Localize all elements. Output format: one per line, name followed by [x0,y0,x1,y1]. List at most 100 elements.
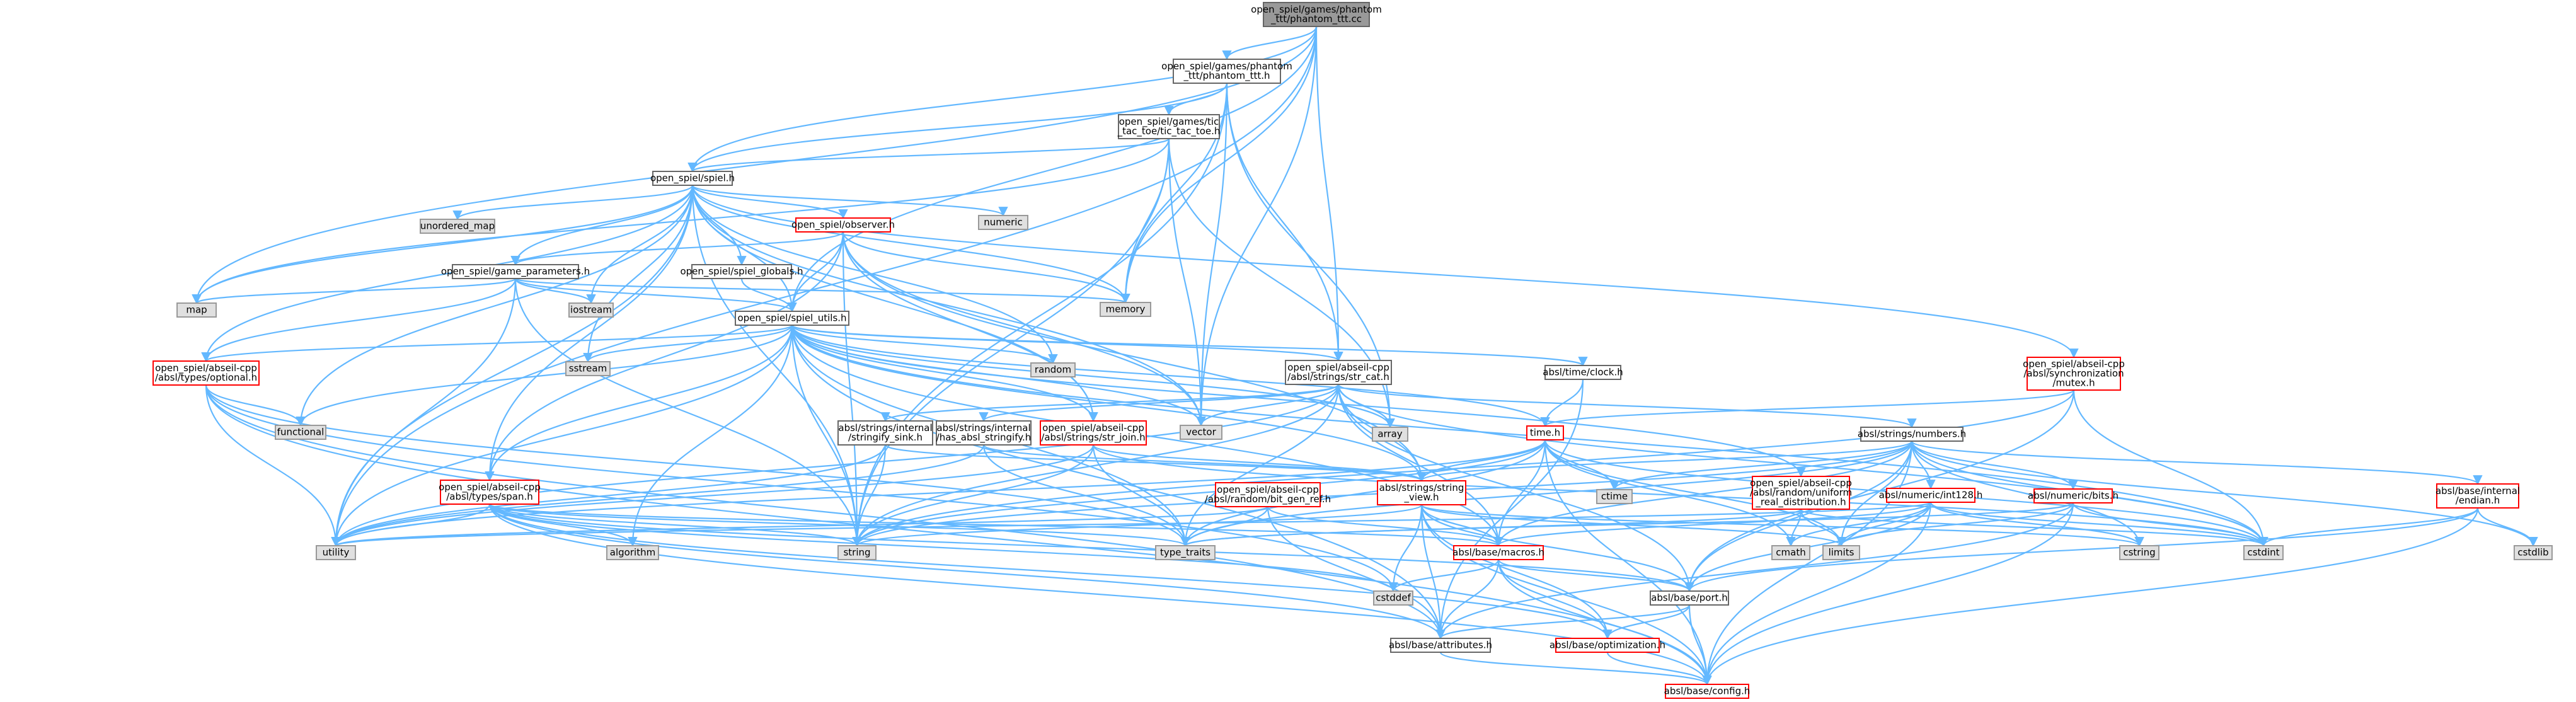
edge-time-to-cmath [1544,439,1796,547]
node-numbers[interactable]: absl/strings/numbers.h [1858,427,1966,442]
node-game-params[interactable]: open_spiel/game_parameters.h [441,264,590,279]
node-macros[interactable]: absl/base/macros.h [1452,545,1544,560]
edge-str_cat-to-vector [1196,384,1340,427]
node-config[interactable]: absl/base/config.h [1664,684,1751,699]
node-box [420,219,495,234]
node-root[interactable]: open_spiel/games/phantom_ttt/phantom_ttt… [1251,2,1382,27]
node-label: cstdlib [2517,547,2548,558]
node-globals[interactable]: open_spiel/spiel_globals.h [680,264,803,279]
node-label: ctime [1601,491,1628,502]
edge-str_cat-to-macros [1337,384,1504,547]
edge-spiel-to-vector [691,185,1206,427]
node-box [1544,365,1621,380]
node-label: cstring [2123,547,2155,558]
node-label: utility [323,547,350,558]
node-label: absl/base/config.h [1664,686,1751,697]
edge-utils-to-span [485,325,793,481]
node-int128[interactable]: absl/numeric/int128.h [1879,488,1983,503]
node-label: memory [1106,304,1146,315]
node-label: open_spiel/abseil-cpp [439,481,541,493]
node-optimization[interactable]: absl/base/optimization.h [1550,638,1665,653]
node-string-view[interactable]: absl/strings/string_view.h [1377,480,1466,505]
node-map: map [176,302,217,318]
node-uniform-real[interactable]: open_spiel/abseil-cpp/absl/random/unifor… [1750,476,1852,510]
node-label: absl/time/clock.h [1543,367,1623,378]
edge-spiel-to-unordered_map [452,185,694,221]
node-numeric: numeric [978,215,1028,230]
node-label: open_spiel/games/phantom [1251,4,1382,16]
node-str-cat[interactable]: open_spiel/abseil-cpp/absl/strings/str_c… [1285,360,1392,385]
edge-phantom_h-to-str_cat [1226,83,1343,362]
node-array: array [1372,427,1408,442]
edge-span-to-port [488,503,1694,592]
node-endian[interactable]: absl/base/internal/endian.h [2435,483,2520,509]
edge-int128-to-cmath [1786,502,1932,547]
node-has-stringify[interactable]: absl/strings/internal/has_absl_stringify… [936,420,1032,446]
edge-stringify_sink-to-utility [331,444,887,547]
node-label: /absl/types/optional.h [155,372,257,383]
node-box [1822,545,1860,560]
node-label: open_spiel/abseil-cpp [1750,478,1852,490]
node-ctime: ctime [1596,489,1633,504]
edge-spiel-to-iostream [586,185,694,304]
edge-span-to-attributes [488,503,1446,640]
node-port[interactable]: absl/base/port.h [1650,590,1729,606]
node-label: open_spiel/abseil-cpp [1042,422,1144,434]
node-attributes[interactable]: absl/base/attributes.h [1389,638,1492,653]
edge-root-to-utility [331,26,1318,547]
node-sstream: sstream [565,361,611,376]
node-str-join[interactable]: open_spiel/abseil-cpp/absl/strings/str_j… [1040,420,1147,446]
node-label: /absl/types/span.h [446,491,533,502]
node-label: /absl/synchronization [2023,368,2124,379]
node-stringify-sink[interactable]: absl/strings/internal/stringify_sink.h [837,420,933,446]
node-observer[interactable]: open_spiel/observer.h [791,217,895,233]
node-mutex[interactable]: open_spiel/abseil-cpp/absl/synchronizati… [2023,357,2125,391]
node-clock[interactable]: absl/time/clock.h [1543,365,1623,380]
edge-phantom_h-to-vector [1196,83,1228,427]
edge-numbers-to-cstdlib [1911,440,2538,547]
edge-root-to-phantom_h [1222,26,1318,60]
edge-utils-to-str_join [791,325,1098,422]
node-cmath: cmath [1771,545,1810,560]
node-utils[interactable]: open_spiel/spiel_utils.h [735,311,849,326]
edge-span-to-algorithm [488,503,638,547]
node-label: absl/strings/internal [838,422,932,434]
node-label: absl/strings/string [1379,482,1464,493]
edge-uniform_real-to-cstdint [1800,508,2268,547]
node-bits[interactable]: absl/numeric/bits.h [2028,488,2119,503]
node-time[interactable]: time.h [1526,425,1564,440]
node-box [1555,638,1660,653]
node-span[interactable]: open_spiel/abseil-cpp/absl/types/span.h [439,480,541,505]
node-label: _tac_toe/tic_tac_toe.h [1117,125,1221,137]
edge-string_view-to-string [852,503,1423,547]
node-box [2514,545,2553,560]
node-label: absl/base/internal [2435,485,2520,497]
node-label: open_spiel/game_parameters.h [441,266,590,278]
node-box [1526,425,1564,440]
node-phantom-h[interactable]: open_spiel/games/phantom_ttt/phantom_ttt… [1161,59,1292,84]
node-bit-gen-ref[interactable]: open_spiel/abseil-cpp/absl/random/bit_ge… [1205,482,1331,507]
edge-root-to-spiel [687,26,1318,173]
edge-str_join-to-utility [331,444,1095,547]
node-box [837,545,877,560]
node-box [452,264,579,279]
node-box [1596,489,1633,504]
edge-numbers-to-cstring [1911,440,2144,547]
node-label: open_spiel/games/tic [1119,116,1219,128]
node-label: iostream [570,304,612,316]
edge-observer-to-span [485,231,844,481]
node-label: _real_distribution.h [1755,497,1846,509]
node-box [735,311,849,326]
node-label: /stringify_sink.h [848,432,923,444]
edge-numbers-to-string_view [1417,440,1913,482]
node-label: absl/base/attributes.h [1389,640,1492,651]
edge-optional-to-functional [205,384,306,427]
node-tictactoe[interactable]: open_spiel/games/tic_tac_toe/tic_tac_toe… [1117,114,1221,139]
node-box [837,420,933,446]
node-label: absl/numeric/bits.h [2028,490,2119,502]
node-spiel[interactable]: open_spiel/spiel.h [650,171,735,186]
node-label: numeric [984,217,1022,228]
edge-str_cat-to-numbers [1337,384,1917,429]
node-box [795,217,891,233]
node-optional[interactable]: open_spiel/abseil-cpp/absl/types/optiona… [152,360,260,386]
